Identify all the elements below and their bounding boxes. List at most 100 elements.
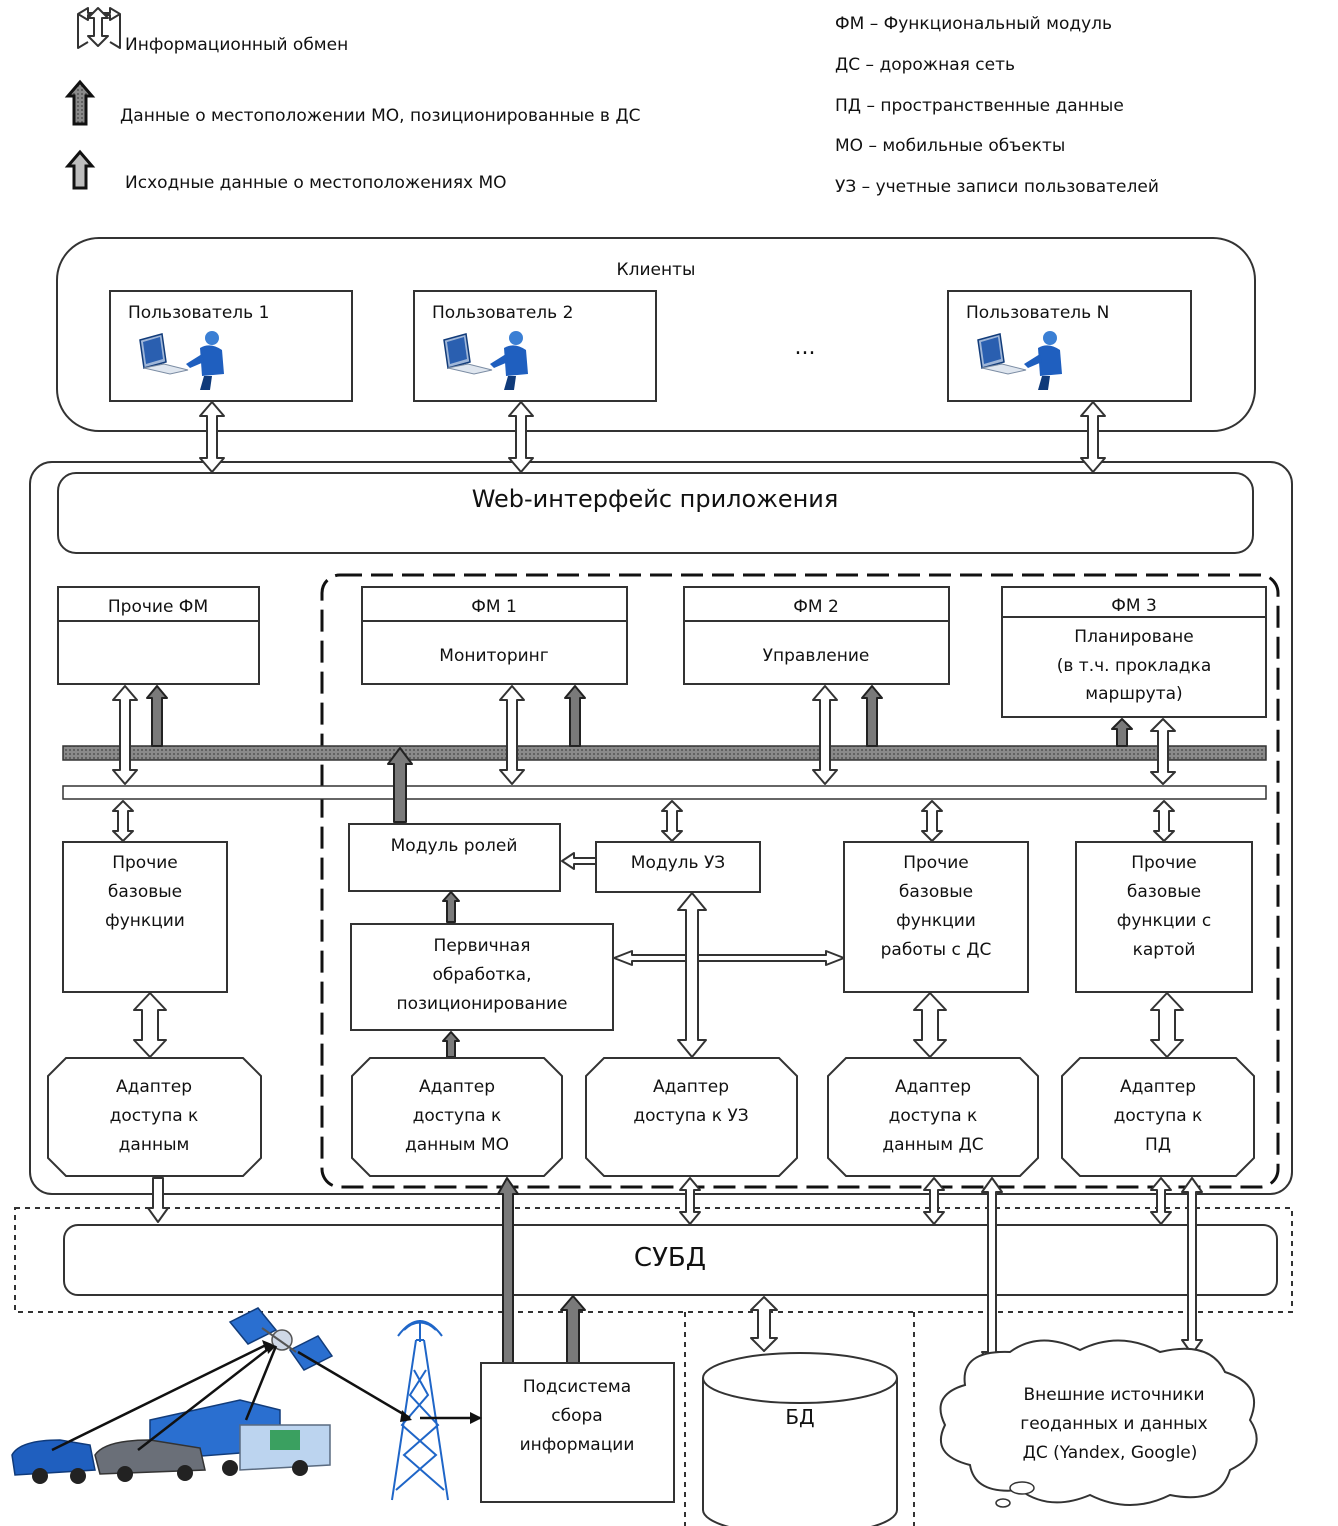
dbms-box — [63, 1224, 1278, 1296]
fm3-name-line-3: маршрута) — [1085, 684, 1182, 704]
abbr-mo: МО – мобильные объекты — [835, 136, 1065, 156]
adapter-mo-box: Адаптер доступа к данным МО — [351, 1057, 563, 1177]
abbr-fm: ФМ – Функциональный модуль — [835, 14, 1112, 34]
vehicles-icon — [11, 1399, 331, 1484]
users-ellipsis: ... — [795, 335, 816, 360]
web-interface-label: Web-интерфейс приложения — [472, 485, 839, 513]
user-2-box: Пользователь 2 — [413, 290, 657, 402]
user-1-label: Пользователь 1 — [128, 303, 269, 323]
other-base-functions-line-2: базовые — [108, 882, 182, 902]
legend-info-exchange: Информационный обмен — [125, 35, 348, 55]
adapter-pd-line-1: Адаптер — [1120, 1077, 1196, 1097]
fm2-title: ФМ 2 — [793, 597, 839, 617]
adapter-ds-line-1: Адаптер — [895, 1077, 971, 1097]
adapter-uz-line-2: доступа к УЗ — [633, 1106, 748, 1126]
adapter-pd-line-3: ПД — [1145, 1135, 1171, 1155]
info-exchange-bus — [62, 785, 1267, 800]
signal-lines — [51, 1340, 482, 1452]
road-functions-line-2: базовые — [899, 882, 973, 902]
fm-bus-arrows — [112, 685, 1176, 785]
legend: Информационный обмен Данные о местополож… — [64, 7, 1159, 197]
road-functions-line-4: работы с ДС — [881, 940, 992, 960]
adapter-mo-line-3: данным МО — [405, 1135, 509, 1155]
adapter-pd-line-2: доступа к — [1114, 1106, 1203, 1126]
adapter-mo-line-2: доступа к — [413, 1106, 502, 1126]
fm2-name: Управление — [763, 646, 870, 666]
other-base-functions-line-3: функции — [105, 911, 185, 931]
dbms-dashed-frame — [14, 1207, 1293, 1313]
clients-title: Клиенты — [617, 260, 696, 280]
fm1-box: ФМ 1 Мониторинг — [361, 586, 628, 685]
uz-module-label: Модуль УЗ — [631, 853, 725, 873]
adapter-ds-line-3: данным ДС — [882, 1135, 983, 1155]
module-adapter-arrows — [133, 992, 1184, 1058]
processing-to-roles-arrow — [442, 891, 460, 923]
processing-road-arrow — [613, 950, 845, 966]
abbr-pd: ПД – пространственные данные — [835, 96, 1124, 116]
fm3-name-line-1: Планироване — [1074, 627, 1193, 647]
other-fm-box: Прочие ФМ — [57, 586, 260, 685]
primary-processing-line-3: позиционирование — [396, 994, 567, 1014]
adapter-data-box: Адаптер доступа к данным — [47, 1057, 262, 1177]
database-label: БД — [785, 1405, 814, 1429]
radio-tower-icon — [391, 1320, 449, 1501]
positioned-data-bus — [62, 745, 1267, 761]
adapter-ds-line-2: доступа к — [889, 1106, 978, 1126]
fm1-title: ФМ 1 — [471, 597, 517, 617]
adapter-uz-line-1: Адаптер — [653, 1077, 729, 1097]
legend-positioned-data: Данные о местоположении МО, позициониров… — [120, 106, 640, 126]
adapter-data-line-2: доступа к — [110, 1106, 199, 1126]
user-n-box: Пользователь N — [947, 290, 1192, 402]
road-functions-line-1: Прочие — [903, 853, 969, 873]
uz-module-box: Модуль УЗ — [595, 841, 761, 893]
other-base-functions-line-1: Прочие — [112, 853, 178, 873]
positioned-data-arrow-icon — [64, 79, 96, 126]
legend-raw-data: Исходные данные о местоположениях МО — [125, 173, 507, 193]
map-functions-line-4: картой — [1133, 940, 1196, 960]
collection-subsystem-line-2: сбора — [551, 1406, 602, 1426]
external-sources-cloud: Внешние источники геоданных и данных ДС … — [939, 1339, 1258, 1508]
road-functions-box: Прочие базовые функции работы с ДС — [843, 841, 1029, 993]
user-n-label: Пользователь N — [966, 303, 1109, 323]
external-sources-line-3: ДС (Yandex, Google) — [1023, 1443, 1198, 1463]
user-1-box: Пользователь 1 — [109, 290, 353, 402]
double-arrow-icon — [87, 7, 109, 47]
database-cylinder: БД — [702, 1352, 898, 1526]
map-functions-box: Прочие базовые функции с картой — [1075, 841, 1253, 993]
map-functions-line-1: Прочие — [1131, 853, 1197, 873]
fm3-title: ФМ 3 — [1111, 596, 1157, 616]
external-sources-line-2: геоданных и данных — [1020, 1414, 1207, 1434]
adapter-ds-box: Адаптер доступа к данным ДС — [827, 1057, 1039, 1177]
user-2-label: Пользователь 2 — [432, 303, 573, 323]
fm3-box: ФМ 3 Планироване (в т.ч. прокладка маршр… — [1001, 586, 1267, 718]
map-functions-line-3: функции с — [1117, 911, 1211, 931]
satellite-icon — [228, 1307, 334, 1371]
adapter-pd-box: Адаптер доступа к ПД — [1061, 1057, 1255, 1177]
web-interface-box — [57, 472, 1254, 554]
abbr-uz: УЗ – учетные записи пользователей — [835, 177, 1159, 197]
clients-group: Клиенты Пользователь 1 Пользователь 2 ..… — [56, 237, 1256, 432]
primary-processing-line-1: Первичная — [434, 936, 531, 956]
roles-module-box: Модуль ролей — [348, 823, 561, 892]
fm1-name: Мониторинг — [439, 646, 548, 666]
collection-subsystem-line-3: информации — [520, 1435, 635, 1455]
uz-to-roles-arrow — [561, 852, 597, 870]
adapter-uz-box: Адаптер доступа к УЗ — [585, 1057, 798, 1177]
primary-processing-box: Первичная обработка, позиционирование — [350, 923, 614, 1031]
external-sources-line-1: Внешние источники — [1023, 1385, 1204, 1405]
dbms-label: СУБД — [634, 1243, 706, 1273]
other-base-functions-box: Прочие базовые функции — [62, 841, 228, 993]
primary-processing-line-2: обработка, — [433, 965, 532, 985]
roles-module-label: Модуль ролей — [391, 836, 518, 856]
road-functions-line-3: функции — [896, 911, 976, 931]
collection-subsystem-line-1: Подсистема — [523, 1377, 631, 1397]
application-block — [29, 461, 1293, 1195]
adapter-data-line-3: данным — [119, 1135, 190, 1155]
adapter-data-line-1: Адаптер — [116, 1077, 192, 1097]
collection-subsystem-box: Подсистема сбора информации — [480, 1362, 675, 1503]
fm2-box: ФМ 2 Управление — [683, 586, 950, 685]
other-fm-label: Прочие ФМ — [108, 597, 208, 617]
raw-data-arrow-icon — [64, 149, 96, 190]
fm3-name-line-2: (в т.ч. прокладка — [1057, 656, 1212, 676]
